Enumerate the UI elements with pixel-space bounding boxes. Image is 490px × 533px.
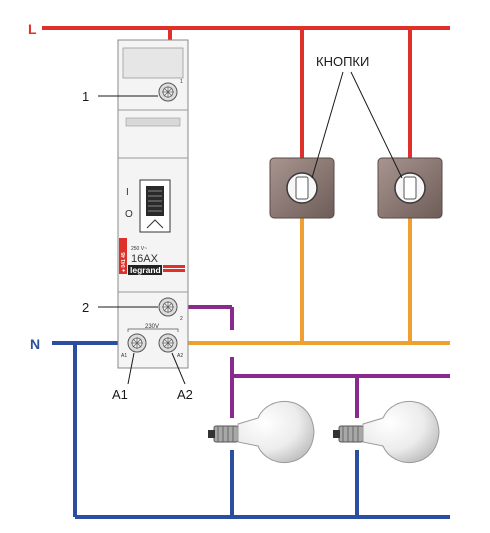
terminal-1-label: 1: [82, 89, 89, 104]
load-wires: [182, 305, 450, 418]
a2-label: A2: [177, 387, 193, 402]
terminal-1-mark: 1: [180, 79, 183, 85]
terminal-1: 1: [158, 79, 183, 102]
buttons-label: КНОПКИ: [316, 54, 369, 69]
lamp-1: [208, 400, 315, 464]
terminal-a1-mark: A1: [121, 353, 127, 359]
terminal-2: 2: [158, 297, 183, 322]
terminal-2-mark: 2: [180, 316, 183, 322]
push-button-1: [269, 157, 335, 219]
pointer-lines: [98, 71, 403, 385]
relay-brand: legrand: [130, 265, 161, 275]
push-button-2: [377, 157, 443, 219]
terminal-a2: A2: [158, 333, 183, 359]
neutral-wires: [52, 341, 450, 519]
terminal-a2-mark: A2: [177, 353, 183, 359]
relay-rating: 16AX: [131, 253, 159, 265]
live-wires: [42, 26, 450, 160]
control-wires: [186, 218, 450, 345]
relay-voltage: 230V: [145, 324, 159, 330]
live-label: L: [28, 21, 37, 37]
terminal-a1: A1: [121, 333, 147, 359]
impulse-relay: I O ● 041 45 250 V~ 16AX legrand 230V 1 …: [117, 39, 189, 369]
relay-side-marking: ● 041 45: [121, 252, 127, 272]
switch-off-mark: O: [125, 209, 133, 220]
a1-label: A1: [112, 387, 128, 402]
neutral-label: N: [30, 336, 40, 352]
switch-on-mark: I: [126, 187, 129, 198]
terminal-2-label: 2: [82, 300, 89, 315]
lamp-2: [333, 400, 440, 464]
relay-rating-small: 250 V~: [131, 246, 147, 252]
